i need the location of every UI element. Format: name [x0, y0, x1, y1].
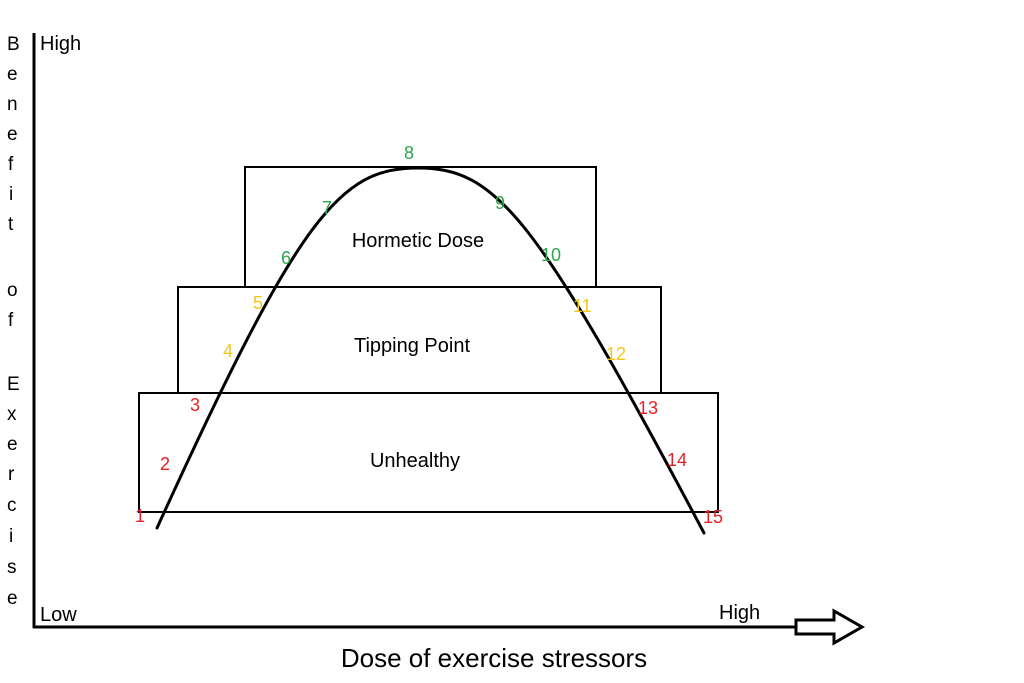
- y-axis-high-label: High: [40, 33, 81, 55]
- y-title-letter: B: [7, 34, 20, 55]
- y-title-letter: n: [7, 94, 18, 115]
- y-title-letter: E: [7, 374, 20, 395]
- curve-point-labels: 1 2 3 4 5 6 7 8 9 10 11 12 13 14 15: [135, 143, 723, 527]
- point-label-13: 13: [638, 398, 658, 418]
- x-axis-title: Dose of exercise stressors: [341, 643, 647, 673]
- point-label-11: 11: [573, 296, 592, 316]
- zone-label-hormetic-dose: Hormetic Dose: [352, 230, 484, 252]
- y-title-letter: t: [8, 214, 14, 235]
- y-title-letter: e: [7, 64, 18, 85]
- point-label-12: 12: [606, 344, 626, 364]
- zone-label-unhealthy: Unhealthy: [370, 450, 460, 472]
- y-title-letter: f: [8, 154, 14, 175]
- y-title-letter: e: [7, 124, 18, 145]
- point-label-2: 2: [160, 454, 170, 474]
- point-label-15: 15: [703, 507, 723, 527]
- y-axis-title: B e n e f i t o f E x e r c i s e: [7, 34, 20, 609]
- zone-label-tipping-point: Tipping Point: [354, 335, 470, 357]
- zone-box-hormetic-dose: [244, 166, 597, 288]
- x-axis-arrow-icon: [794, 608, 866, 646]
- point-label-3: 3: [190, 395, 200, 415]
- y-title-letter: f: [8, 310, 14, 331]
- y-title-letter: e: [7, 434, 18, 455]
- y-title-letter: x: [7, 404, 17, 425]
- point-label-8: 8: [404, 143, 414, 163]
- x-axis-high-label: High: [719, 602, 760, 624]
- y-title-letter: e: [7, 588, 18, 609]
- point-label-10: 10: [541, 245, 561, 265]
- point-label-7: 7: [322, 198, 332, 218]
- y-title-letter: i: [9, 526, 13, 547]
- y-title-letter: o: [7, 280, 18, 301]
- x-axis-low-label: Low: [40, 604, 77, 626]
- dose-response-curve: [155, 166, 706, 535]
- point-label-6: 6: [281, 248, 291, 268]
- point-label-4: 4: [223, 341, 233, 361]
- point-label-14: 14: [667, 450, 687, 470]
- y-title-letter: r: [8, 464, 15, 485]
- y-title-letter: s: [7, 557, 17, 578]
- point-label-9: 9: [495, 193, 505, 213]
- point-label-1: 1: [135, 506, 145, 526]
- y-title-letter: i: [9, 184, 13, 205]
- y-title-letter: c: [7, 495, 17, 516]
- point-label-5: 5: [253, 293, 263, 313]
